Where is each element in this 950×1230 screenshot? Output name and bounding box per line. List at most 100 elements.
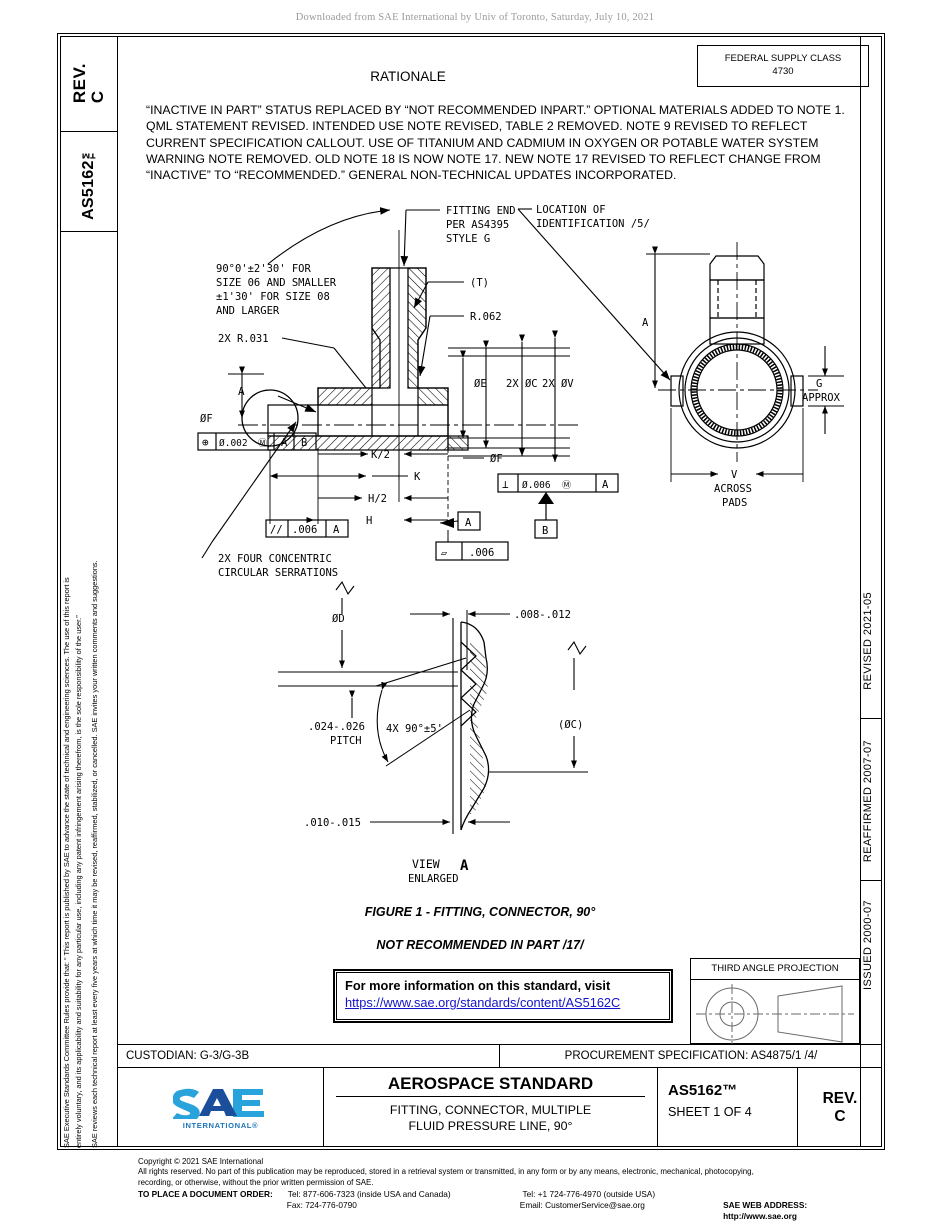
procurement-spec-text: PROCUREMENT SPECIFICATION: AS4875/1 /4/: [564, 1050, 818, 1062]
sae-logo: INTERNATIONAL®: [118, 1068, 324, 1147]
gdt-position-modifier: Ⓜ: [258, 438, 267, 449]
left-rev-value: C: [88, 90, 107, 104]
callout-angle-2: SIZE 06 AND SMALLER: [216, 277, 337, 289]
rationale-body: “INACTIVE IN PART” STATUS REPLACED BY “N…: [146, 103, 845, 183]
figure-subcaption: NOT RECOMMENDED IN PART /17/: [376, 938, 584, 952]
gdt-position-datum-a: A: [281, 437, 288, 449]
callout-location-id-1: LOCATION OF: [536, 204, 606, 216]
figure-caption: FIGURE 1 - FITTING, CONNECTOR, 90°: [364, 905, 596, 919]
dim-dia-e: ØE: [474, 378, 487, 390]
callout-serrations-1: 2X FOUR CONCENTRIC: [218, 553, 332, 565]
callout-location-id-2: IDENTIFICATION /5/: [536, 218, 650, 230]
page-inner-border: [60, 36, 882, 1147]
order-row-1: TO PLACE A DOCUMENT ORDER: Tel: 877-606-…: [138, 1189, 882, 1200]
callout-across-pads-1: ACROSS: [714, 483, 752, 495]
callout-fitting-end-2: PER AS4395: [446, 219, 509, 231]
email-address: Email: CustomerService@sae.org: [519, 1200, 645, 1211]
datum-b: B: [542, 525, 548, 537]
disclaimer-line-3: SAE reviews each technical report at lea…: [90, 560, 99, 1148]
gdt-position-value: Ø.002: [219, 438, 248, 449]
dim-pitch-1: .024-.026: [308, 721, 365, 733]
third-angle-title: THIRD ANGLE PROJECTION: [690, 958, 860, 980]
standard-number: AS5162™: [668, 1082, 738, 1099]
dim-angle-4x: 4X 90°±5': [386, 723, 443, 735]
document-subtitle-line2: FLUID PRESSURE LINE, 90°: [408, 1118, 573, 1133]
callout-t-note: (T): [470, 277, 489, 289]
dim-h-half: H/2: [368, 493, 387, 505]
document-subtitle: FITTING, CONNECTOR, MULTIPLE FLUID PRESS…: [324, 1097, 657, 1135]
callout-2x-r031: 2X R.031: [218, 333, 269, 345]
dim-pitch-2: PITCH: [330, 735, 362, 747]
download-banner: Downloaded from SAE International by Uni…: [295, 12, 655, 23]
document-type: AEROSPACE STANDARD: [387, 1074, 594, 1093]
dim-g-approx: APPROX: [802, 392, 841, 404]
datum-a-right: A: [465, 517, 472, 529]
order-row-2: Fax: 724-776-0790 Email: CustomerService…: [138, 1200, 882, 1222]
gdt-flatness-symbol: ▱: [441, 548, 447, 559]
custodian-row: [118, 1044, 882, 1068]
dim-dia-f-right: ØF: [490, 453, 503, 465]
rights-line-2: recording, or otherwise, without the pri…: [138, 1177, 374, 1187]
dim-dia-c-ref: (ØC): [558, 719, 583, 731]
copyright-text: Copyright © 2021 SAE International: [138, 1157, 264, 1166]
rights-line-1: All rights reserved. No part of this pub…: [138, 1167, 754, 1177]
gdt-parallel-value: .006: [292, 524, 317, 536]
gdt-flatness-value: .006: [469, 547, 494, 559]
callout-serrations-2: CIRCULAR SERRATIONS: [218, 567, 338, 579]
document-subtitle-line1: FITTING, CONNECTOR, MULTIPLE: [389, 1103, 592, 1117]
left-standard-id-cell: AS5162™: [60, 132, 118, 232]
custodian-text: CUSTODIAN: G-3/G-3B: [118, 1044, 500, 1068]
disclaimer-line-2: entirely voluntary, and its applicabilit…: [74, 615, 83, 1148]
dim-dia-c-2x: 2X ØC: [506, 378, 538, 390]
right-strip-divider-2: [860, 880, 882, 881]
dim-dia-d: ØD: [332, 613, 345, 625]
tel-inside-usa: Tel: 877-606-7323 (inside USA and Canada…: [287, 1189, 451, 1200]
reaffirmed-date: REAFFIRMED 2007-07: [862, 740, 874, 863]
callout-across-pads-2: PADS: [722, 497, 747, 509]
gdt-perp-modifier: Ⓜ: [562, 480, 571, 491]
gdt-position-datum-b: B: [301, 437, 307, 449]
page-outer-border: [57, 33, 885, 1150]
left-rev-text: REV. C: [70, 63, 107, 104]
title-block-rev-cell: REV. C: [798, 1068, 882, 1147]
dim-008-012: .008-.012: [514, 609, 571, 621]
gdt-perp-symbol: ⊥: [502, 478, 509, 491]
callout-fitting-end-1: FITTING END: [446, 205, 516, 217]
callout-fitting-end-3: STYLE G: [446, 233, 490, 245]
title-block-standard-cell: AS5162™ SHEET 1 OF 4: [658, 1068, 798, 1147]
callout-angle-3: ±1'30' FOR SIZE 08: [216, 291, 330, 303]
dim-g-label: G: [816, 378, 822, 390]
federal-supply-class-box: FEDERAL SUPPLY CLASS 4730: [697, 45, 869, 87]
dim-v: V: [731, 469, 738, 481]
title-block-rev-value: C: [834, 1107, 846, 1125]
gdt-parallel-datum: A: [333, 524, 340, 536]
view-a-label-2: ENLARGED: [408, 873, 459, 885]
dim-k-half: K/2: [371, 449, 390, 461]
info-box-text: For more information on this standard, v…: [345, 978, 611, 993]
title-block-rev-label: REV.: [822, 1089, 858, 1107]
left-standard-id: AS5162™: [79, 143, 97, 220]
rationale-heading: RATIONALE: [370, 69, 446, 84]
dim-010-015: .010-.015: [304, 817, 361, 829]
footer: Copyright © 2021 SAE International All r…: [138, 1157, 882, 1222]
engineering-drawing: FITTING END PER AS4395 STYLE G (T) R.062…: [118, 190, 860, 960]
web-address: SAE WEB ADDRESS: http://www.sae.org: [723, 1200, 808, 1222]
view-a-label-1: VIEW: [412, 857, 440, 871]
order-label: TO PLACE A DOCUMENT ORDER:: [138, 1189, 273, 1200]
gdt-perp-value: Ø.006: [522, 480, 551, 491]
fax-number: Fax: 724-776-0790: [286, 1200, 357, 1211]
sae-logo-mark: [171, 1085, 269, 1123]
standard-url-link[interactable]: https://www.sae.org/standards/content/AS…: [345, 995, 621, 1010]
tel-outside-usa: Tel: +1 724-776-4970 (outside USA): [522, 1189, 656, 1200]
sae-logo-subtext: INTERNATIONAL®: [182, 1121, 259, 1130]
right-strip-divider-1: [860, 718, 882, 719]
title-block-title-cell: AEROSPACE STANDARD FITTING, CONNECTOR, M…: [324, 1068, 658, 1147]
title-block-rule: [336, 1096, 645, 1097]
fsc-value: 4730: [772, 66, 794, 77]
third-angle-symbol-icon: [690, 980, 860, 1044]
third-angle-projection-box: [690, 958, 860, 1044]
fsc-label: FEDERAL SUPPLY CLASS: [724, 53, 842, 65]
callout-r062: R.062: [470, 311, 502, 323]
gdt-parallel-symbol: //: [270, 524, 283, 536]
gdt-perp-datum: A: [602, 479, 609, 491]
